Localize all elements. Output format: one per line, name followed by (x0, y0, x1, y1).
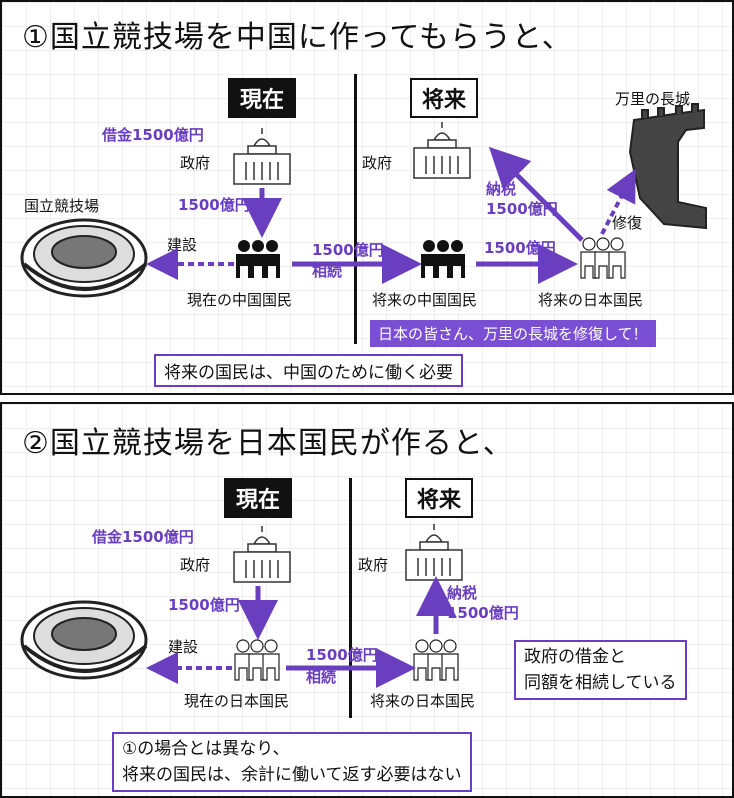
debt-label: 借金1500億円 (92, 528, 194, 546)
gov-to-people-amount: 1500億円 (178, 196, 250, 214)
gov-right-label: 政府 (362, 154, 393, 172)
panel2-note: ①の場合とは異なり、 将来の国民は、余計に働いて返す必要はない (112, 732, 472, 792)
tax-amount: 1500億円 (486, 200, 558, 218)
gov-right-label: 政府 (358, 556, 389, 574)
tag-future: 将来 (410, 78, 479, 118)
great-wall-icon (628, 103, 707, 230)
present-future-divider (354, 74, 357, 344)
tag-future: 将来 (405, 478, 474, 518)
japanese-people-future-icon (580, 237, 626, 279)
stadium-label: 国立競技場 (24, 197, 100, 215)
chinese-people-future-icon (421, 240, 465, 278)
gov-to-people-amount: 1500億円 (168, 596, 240, 614)
great-wall-label: 万里の長城 (615, 90, 691, 108)
japanese-people-future-icon (413, 639, 459, 681)
arrow-tax (488, 146, 584, 242)
repair-label: 修復 (612, 214, 643, 232)
request-banner: 日本の皆さん、万里の長城を修復して！ (370, 320, 656, 347)
present-future-divider (349, 478, 352, 718)
panel2-title: ②国立競技場を日本国民が作ると、 (22, 426, 514, 461)
tag-present: 現在 (224, 478, 293, 518)
chinese-people-present-icon (236, 240, 280, 278)
arrow-repair-wall (600, 168, 636, 235)
stadium-icon (20, 600, 148, 680)
build-label: 建設 (168, 638, 199, 656)
inherit-label: 相続 (306, 668, 337, 686)
government-building-icon (233, 128, 291, 185)
gov-left-label: 政府 (180, 556, 211, 574)
stadium-icon (20, 218, 148, 298)
panel-china-case: ①国立競技場を中国に作ってもらうと、 現在 将来 借金1500億円 政府 政府 … (0, 0, 734, 395)
tag-present: 現在 (228, 78, 297, 118)
panel1-note: 将来の国民は、中国のために働く必要 (154, 354, 463, 387)
tax-amount: 1500億円 (447, 604, 519, 622)
side-note-line1: 政府の借金と (524, 647, 626, 667)
panel-japan-case: ②国立競技場を日本国民が作ると、 現在 将来 借金1500億円 政府 政府 15… (0, 402, 734, 798)
people-future-label: 将来の日本国民 (370, 692, 476, 710)
government-building-icon (233, 526, 291, 583)
gov-left-label: 政府 (180, 154, 211, 172)
inherit-amount: 1500億円 (306, 646, 378, 664)
inherit-amount: 1500億円 (312, 241, 384, 259)
side-note: 政府の借金と 同額を相続している (514, 640, 687, 700)
panel1-diagram-graphics (20, 103, 707, 298)
note-line2: 将来の国民は、余計に働いて返す必要はない (122, 765, 462, 785)
government-building-icon (413, 122, 471, 179)
people-present-label: 現在の中国国民 (187, 291, 293, 309)
debt-label: 借金1500億円 (102, 126, 204, 144)
people-present-label: 現在の日本国民 (184, 692, 290, 710)
side-note-line2: 同額を相続している (524, 673, 677, 693)
panel2-diagram-graphics (20, 524, 463, 688)
panel1-title: ①国立競技場を中国に作ってもらうと、 (22, 20, 573, 55)
people-future-cn-label: 将来の中国国民 (372, 291, 478, 309)
people-future-jp-label: 将来の日本国民 (538, 291, 644, 309)
government-building-icon (405, 524, 463, 581)
pay-amount: 1500億円 (484, 239, 556, 257)
note-line1: ①の場合とは異なり、 (122, 739, 290, 759)
japanese-people-present-icon (234, 639, 280, 681)
